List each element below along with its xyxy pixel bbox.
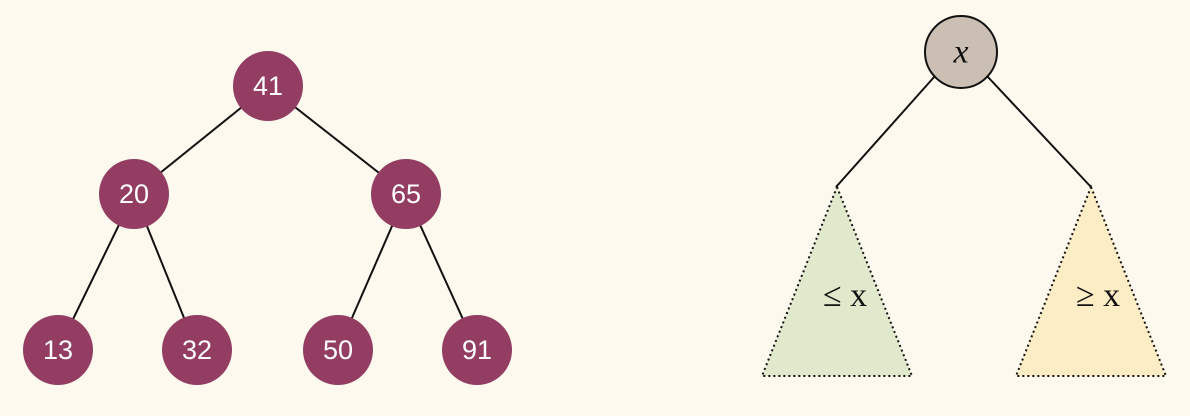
node-label: 13	[43, 335, 73, 365]
bst-node-41: 41	[233, 51, 303, 121]
bst-example: 41 20 65 13 32 50	[23, 51, 512, 385]
root-node-circle	[924, 15, 998, 89]
bst-node-32: 32	[162, 315, 232, 385]
left-subtree-label: ≤ x	[823, 277, 867, 314]
bst-node-13: 13	[23, 315, 93, 385]
edge-root-right	[986, 75, 1092, 188]
node-circle	[303, 315, 373, 385]
bst-node-65: 65	[371, 159, 441, 229]
node-circle	[233, 51, 303, 121]
right-subtree-label: ≥ x	[1076, 277, 1120, 314]
right-subtree-triangle	[1014, 184, 1168, 377]
root-node-label: x	[952, 34, 968, 71]
node-label: 50	[323, 335, 353, 365]
node-circle	[371, 159, 441, 229]
node-label: 91	[462, 335, 492, 365]
node-label: 32	[182, 335, 212, 365]
edge-root-left	[835, 75, 936, 188]
node-circle	[23, 315, 93, 385]
node-circle	[442, 315, 512, 385]
left-subtree-triangle	[760, 184, 914, 377]
node-label: 41	[253, 71, 283, 101]
node-circle	[162, 315, 232, 385]
bst-node-20: 20	[99, 159, 169, 229]
bst-node-50: 50	[303, 315, 373, 385]
node-label: 65	[391, 179, 421, 209]
node-label: 20	[119, 179, 149, 209]
node-circle	[99, 159, 169, 229]
bst-property-schema: ≤ x ≥ x x	[760, 15, 1168, 377]
bst-node-91: 91	[442, 315, 512, 385]
